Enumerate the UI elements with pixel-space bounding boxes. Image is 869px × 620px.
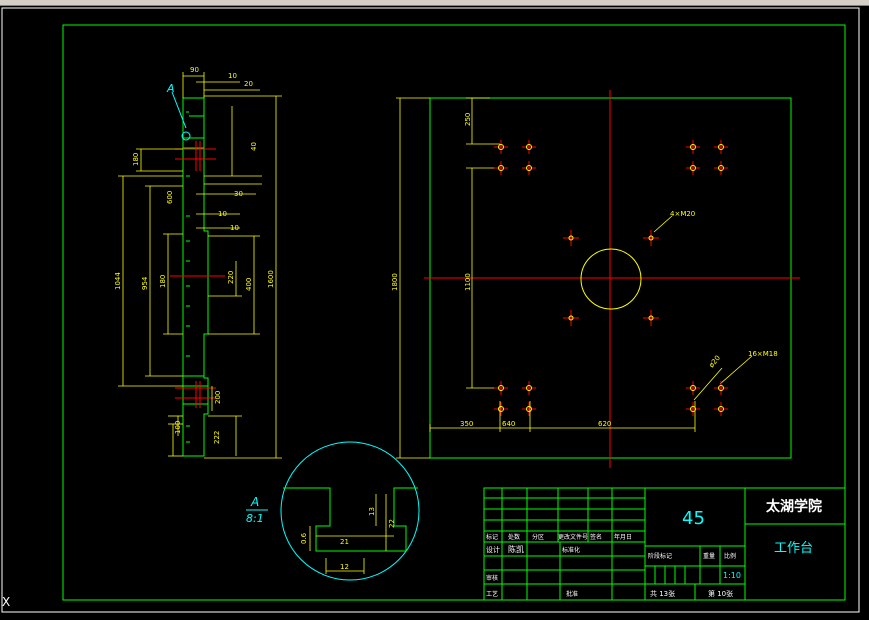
tb-header-count: 处数 — [508, 533, 520, 541]
tb-design-label: 设计 — [486, 545, 500, 554]
tb-designer-name: 陈凯 — [508, 544, 524, 554]
tb-scale-value: 1:10 — [723, 571, 741, 580]
side-dim-right-8: 200 — [214, 391, 222, 404]
title-block — [483, 487, 846, 601]
tb-header-doc: 更改文件号 — [558, 533, 588, 541]
detail-dim-4: 22 — [388, 519, 396, 528]
tb-review-label: 审核 — [486, 574, 498, 582]
tb-standard-label: 标准化 — [562, 546, 580, 554]
detail-dim-3: 13 — [368, 507, 376, 516]
tb-header-sign: 签名 — [590, 533, 602, 541]
tb-ratio-label: 比例 — [724, 552, 736, 560]
detail-scale: 8:1 — [246, 512, 264, 525]
side-dim-right-1: 40 — [250, 142, 258, 151]
tb-process-label: 工艺 — [486, 590, 498, 598]
plan-dim-bottom-1: 350 — [460, 420, 473, 428]
window-top-edge — [0, 0, 869, 6]
side-dim-right-4: 10 — [230, 224, 239, 232]
tb-sheet-count: 共 13张 — [650, 589, 675, 598]
tb-stage-label: 阶段标记 — [648, 552, 672, 560]
plan-dim-center: 1100 — [464, 273, 472, 291]
outer-border — [1, 7, 860, 613]
tb-sheet-number: 第 10张 — [708, 589, 733, 598]
side-dim-right-7: 1600 — [267, 270, 275, 288]
plan-view — [396, 90, 800, 468]
detail-view — [280, 441, 420, 581]
tb-weight-label: 重量 — [703, 552, 715, 560]
tb-header-date: 年月日 — [614, 533, 632, 541]
plan-dim-left-1: 250 — [464, 113, 472, 126]
tb-header-zone: 分区 — [532, 533, 544, 541]
detail-label: A — [250, 495, 259, 509]
side-dim-left-5: 180 — [159, 275, 167, 288]
drawing-frame — [62, 24, 846, 601]
side-dim-right-5: 400 — [245, 278, 253, 291]
drawing-canvas[interactable]: 90 10 20 A 40 30 10 10 400 220 1600 200 … — [0, 6, 869, 620]
detail-dim-2: 12 — [340, 563, 349, 571]
side-dim-left-1: 180 — [132, 153, 140, 166]
side-dim-right-6: 220 — [227, 271, 235, 284]
detail-dim-1: 21 — [340, 538, 349, 546]
side-dim-left-6: 100 — [174, 421, 182, 434]
side-dim-top-3: 20 — [244, 80, 253, 88]
plan-callout-hole: 4×M20 — [670, 210, 695, 218]
tb-material: 45 — [682, 508, 705, 529]
side-dim-left-4: 1044 — [114, 272, 122, 290]
side-dim-left-3: 954 — [141, 276, 149, 290]
side-dim-left-2: 600 — [166, 191, 174, 204]
ucs-cursor-mark: X — [2, 595, 10, 609]
side-dim-top-2: 10 — [228, 72, 237, 80]
plan-dim-bottom-3: 620 — [598, 420, 611, 428]
side-section-marker: A — [166, 82, 175, 95]
plan-dim-left-2: 1800 — [391, 273, 399, 291]
plan-callout-small: ø20 — [707, 354, 722, 369]
side-dim-top-1: 90 — [190, 66, 199, 74]
side-dim-right-3: 10 — [218, 210, 227, 218]
tb-header-mark: 标记 — [486, 533, 498, 541]
detail-dim-5: 0.6 — [300, 532, 308, 544]
side-dim-right-2: 30 — [234, 190, 243, 198]
tb-approve-label: 批准 — [566, 590, 578, 598]
tb-part-name: 工作台 — [774, 541, 813, 556]
tb-institution: 太湖学院 — [766, 498, 822, 515]
side-view — [118, 72, 282, 459]
plan-callout-slot: 16×M18 — [748, 350, 778, 358]
plan-dim-bottom-2: 640 — [502, 420, 515, 428]
side-dim-right-9: 222 — [213, 431, 221, 444]
